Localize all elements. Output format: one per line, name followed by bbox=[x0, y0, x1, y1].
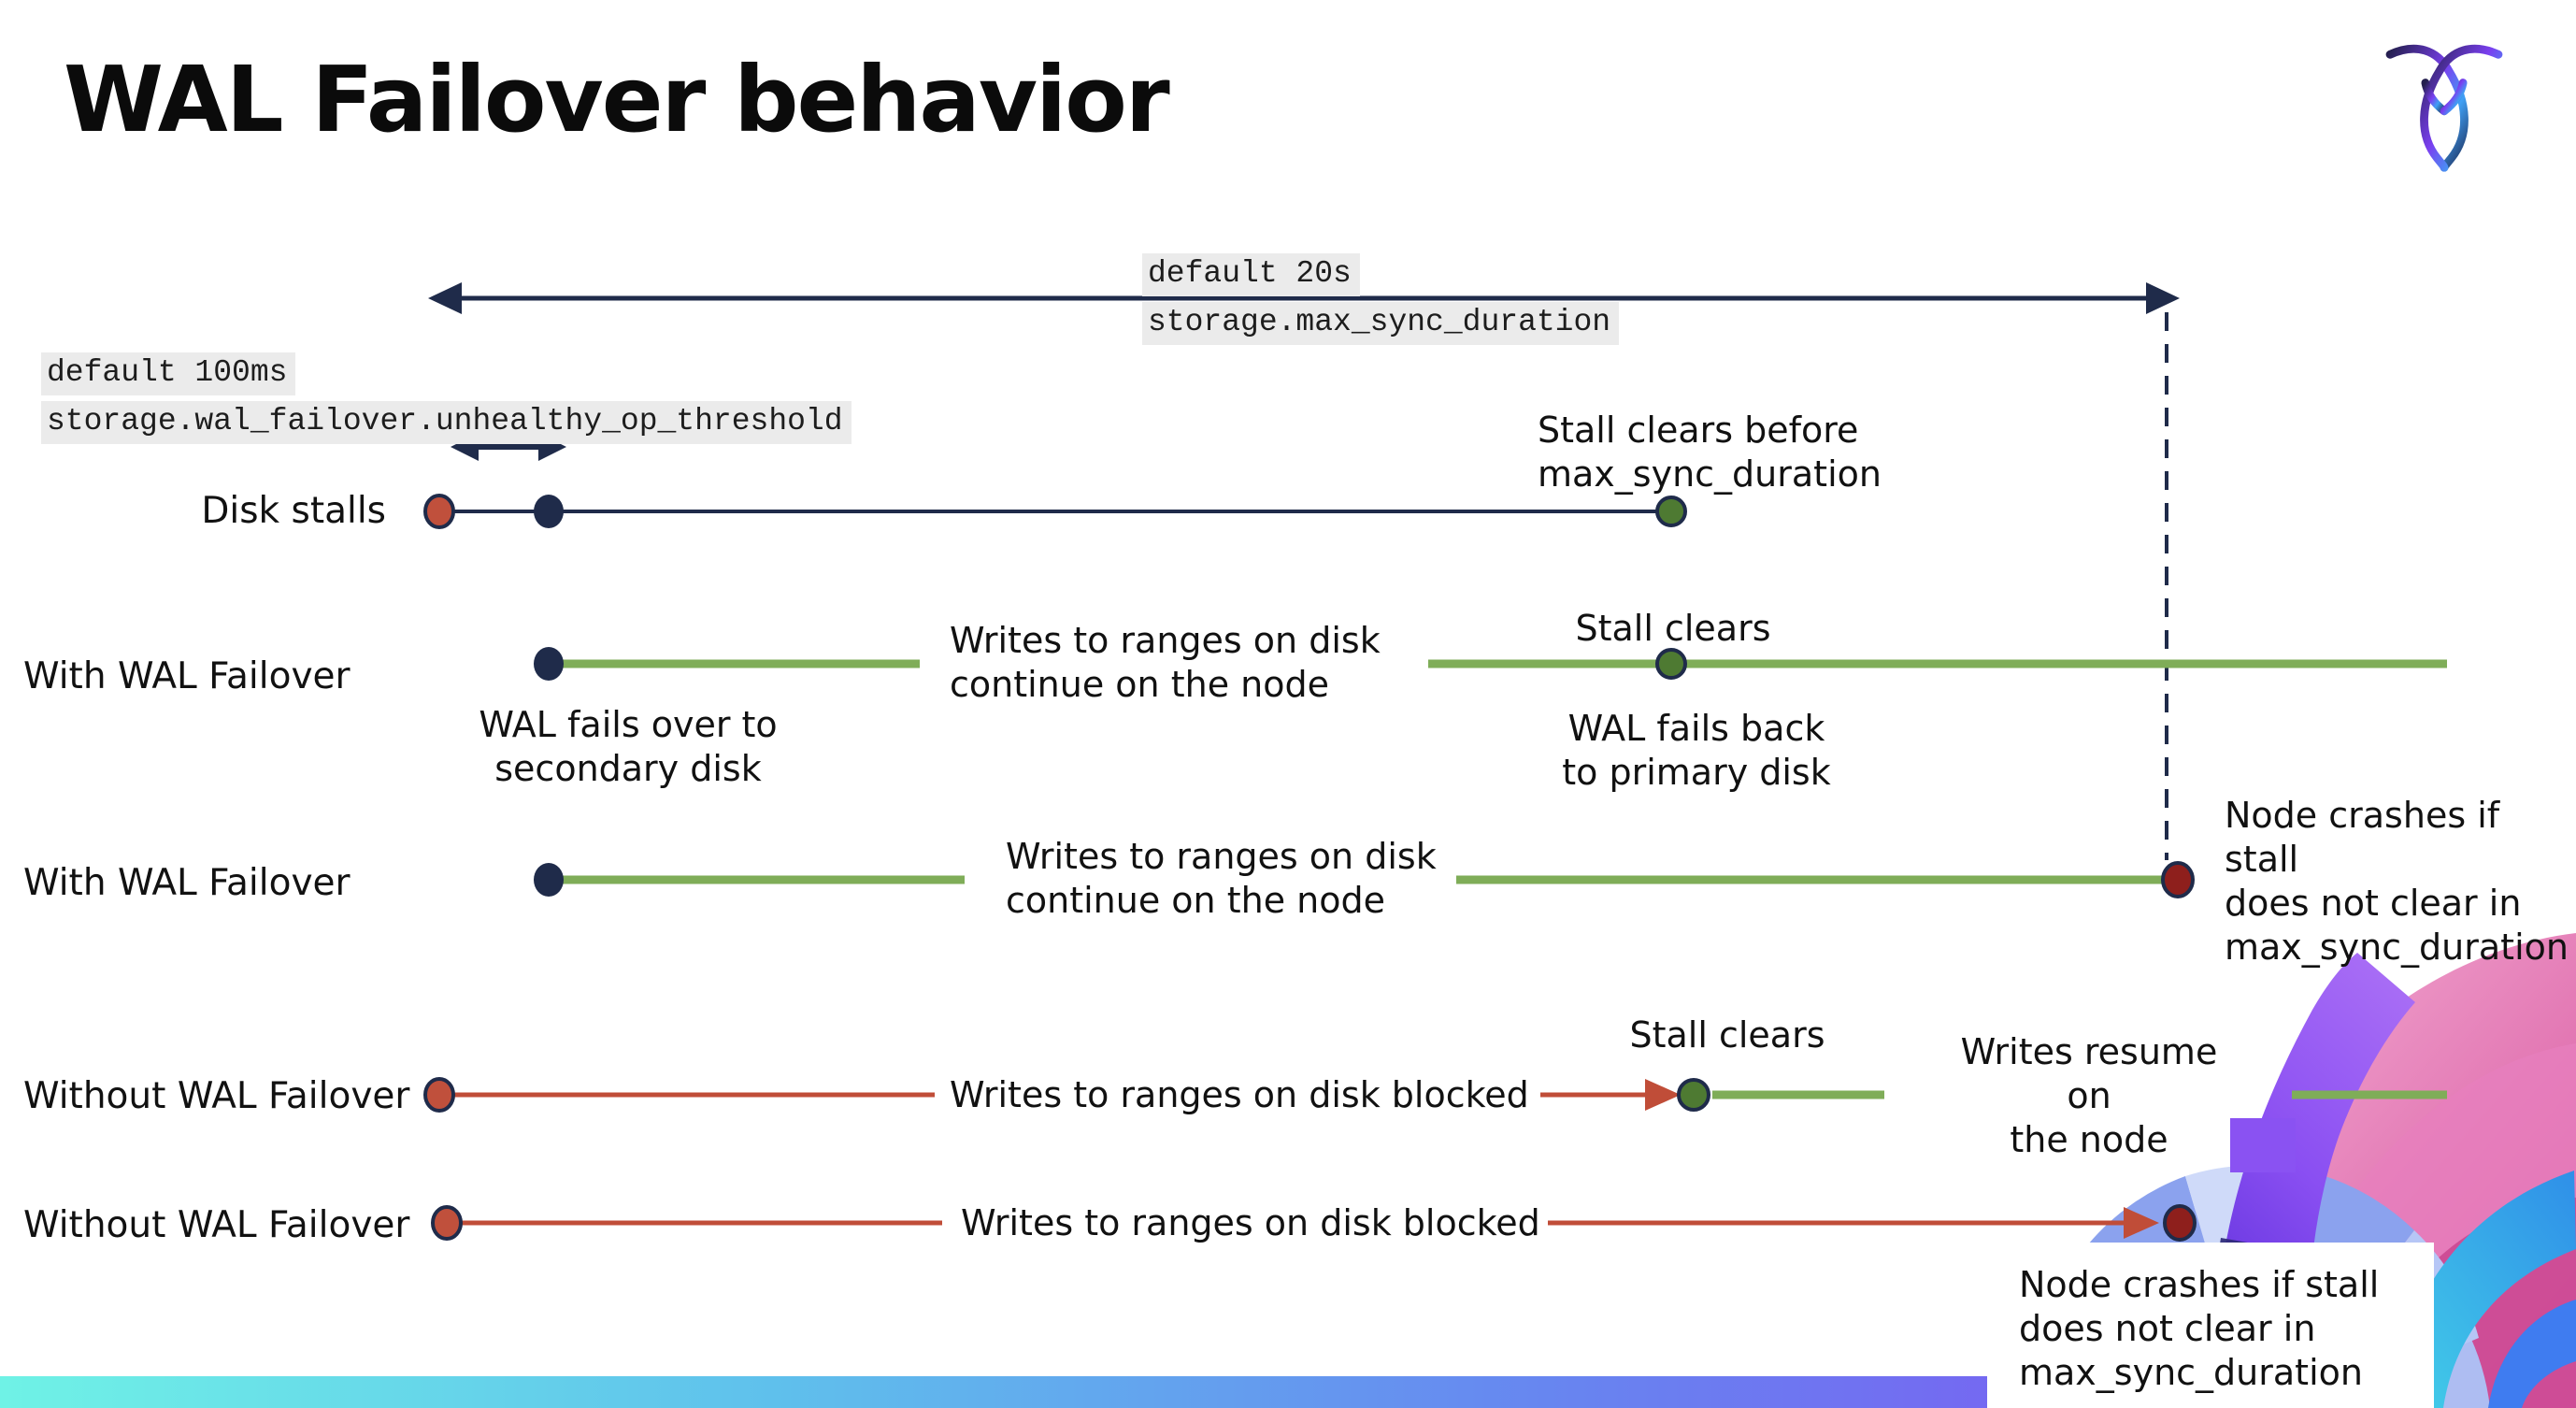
page-title: WAL Failover behavior bbox=[64, 47, 1170, 152]
row-label-without-wal-failover-2: Without WAL Failover bbox=[23, 1204, 410, 1246]
row-disk-stalls bbox=[423, 494, 1687, 529]
config-default-value: default 20s bbox=[1142, 253, 1360, 296]
node-crash-dot bbox=[2161, 861, 2195, 898]
row-label-without-wal-failover-1: Without WAL Failover bbox=[23, 1075, 410, 1117]
config-setting-name: storage.max_sync_duration bbox=[1142, 301, 1620, 345]
node-crash-note-top: Node crashes if stall does not clear in … bbox=[2225, 795, 2569, 968]
cockroachdb-logo-icon bbox=[2385, 44, 2503, 172]
max-sync-duration-label: default 20s storage.max_sync_duration bbox=[1142, 253, 1620, 345]
stall-clears-before-note: Stall clears before max_sync_duration bbox=[1538, 409, 1882, 495]
failback-to-primary-note: WAL fails back to primary disk bbox=[1562, 708, 1831, 793]
node-crash-note-bottom: Node crashes if stall does not clear in … bbox=[2019, 1264, 2380, 1393]
stall-clears-dot bbox=[1655, 496, 1687, 527]
stall-clears-label-2: Stall clears bbox=[1629, 1014, 1825, 1056]
writes-resume-note: Writes resume on the node bbox=[1960, 1031, 2218, 1160]
stall-clears-label-1: Stall clears bbox=[1575, 608, 1771, 649]
unhealthy-op-threshold-label: default 100ms storage.wal_failover.unhea… bbox=[41, 352, 852, 444]
stall-clears-dot bbox=[1677, 1078, 1710, 1112]
node-crash-callout-box: Node crashes if stall does not clear in … bbox=[1987, 1243, 2434, 1408]
failover-to-secondary-note: WAL fails over to secondary disk bbox=[479, 704, 778, 789]
config-setting-name: storage.wal_failover.unhealthy_op_thresh… bbox=[41, 400, 852, 444]
row-label-disk-stalls: Disk stalls bbox=[201, 490, 386, 532]
writes-blocked-note-1: Writes to ranges on disk blocked bbox=[950, 1074, 1529, 1115]
writes-continue-note-2: Writes to ranges on disk continue on the… bbox=[1006, 836, 1437, 921]
stall-start-dot bbox=[431, 1205, 463, 1241]
writes-continue-note-1: Writes to ranges on disk continue on the… bbox=[950, 620, 1381, 705]
row-label-with-wal-failover-2: With WAL Failover bbox=[23, 862, 351, 904]
row-label-with-wal-failover-1: With WAL Failover bbox=[23, 655, 351, 697]
threshold-dot bbox=[534, 495, 564, 528]
config-default-value: default 100ms bbox=[41, 352, 296, 395]
writes-blocked-note-2: Writes to ranges on disk blocked bbox=[961, 1202, 1540, 1243]
failover-dot bbox=[534, 863, 564, 897]
stall-start-dot bbox=[423, 494, 455, 529]
row-with-failover-1 bbox=[534, 647, 2447, 681]
stall-start-dot bbox=[423, 1077, 455, 1113]
stall-clears-dot bbox=[1655, 648, 1687, 680]
failover-dot bbox=[534, 647, 564, 681]
